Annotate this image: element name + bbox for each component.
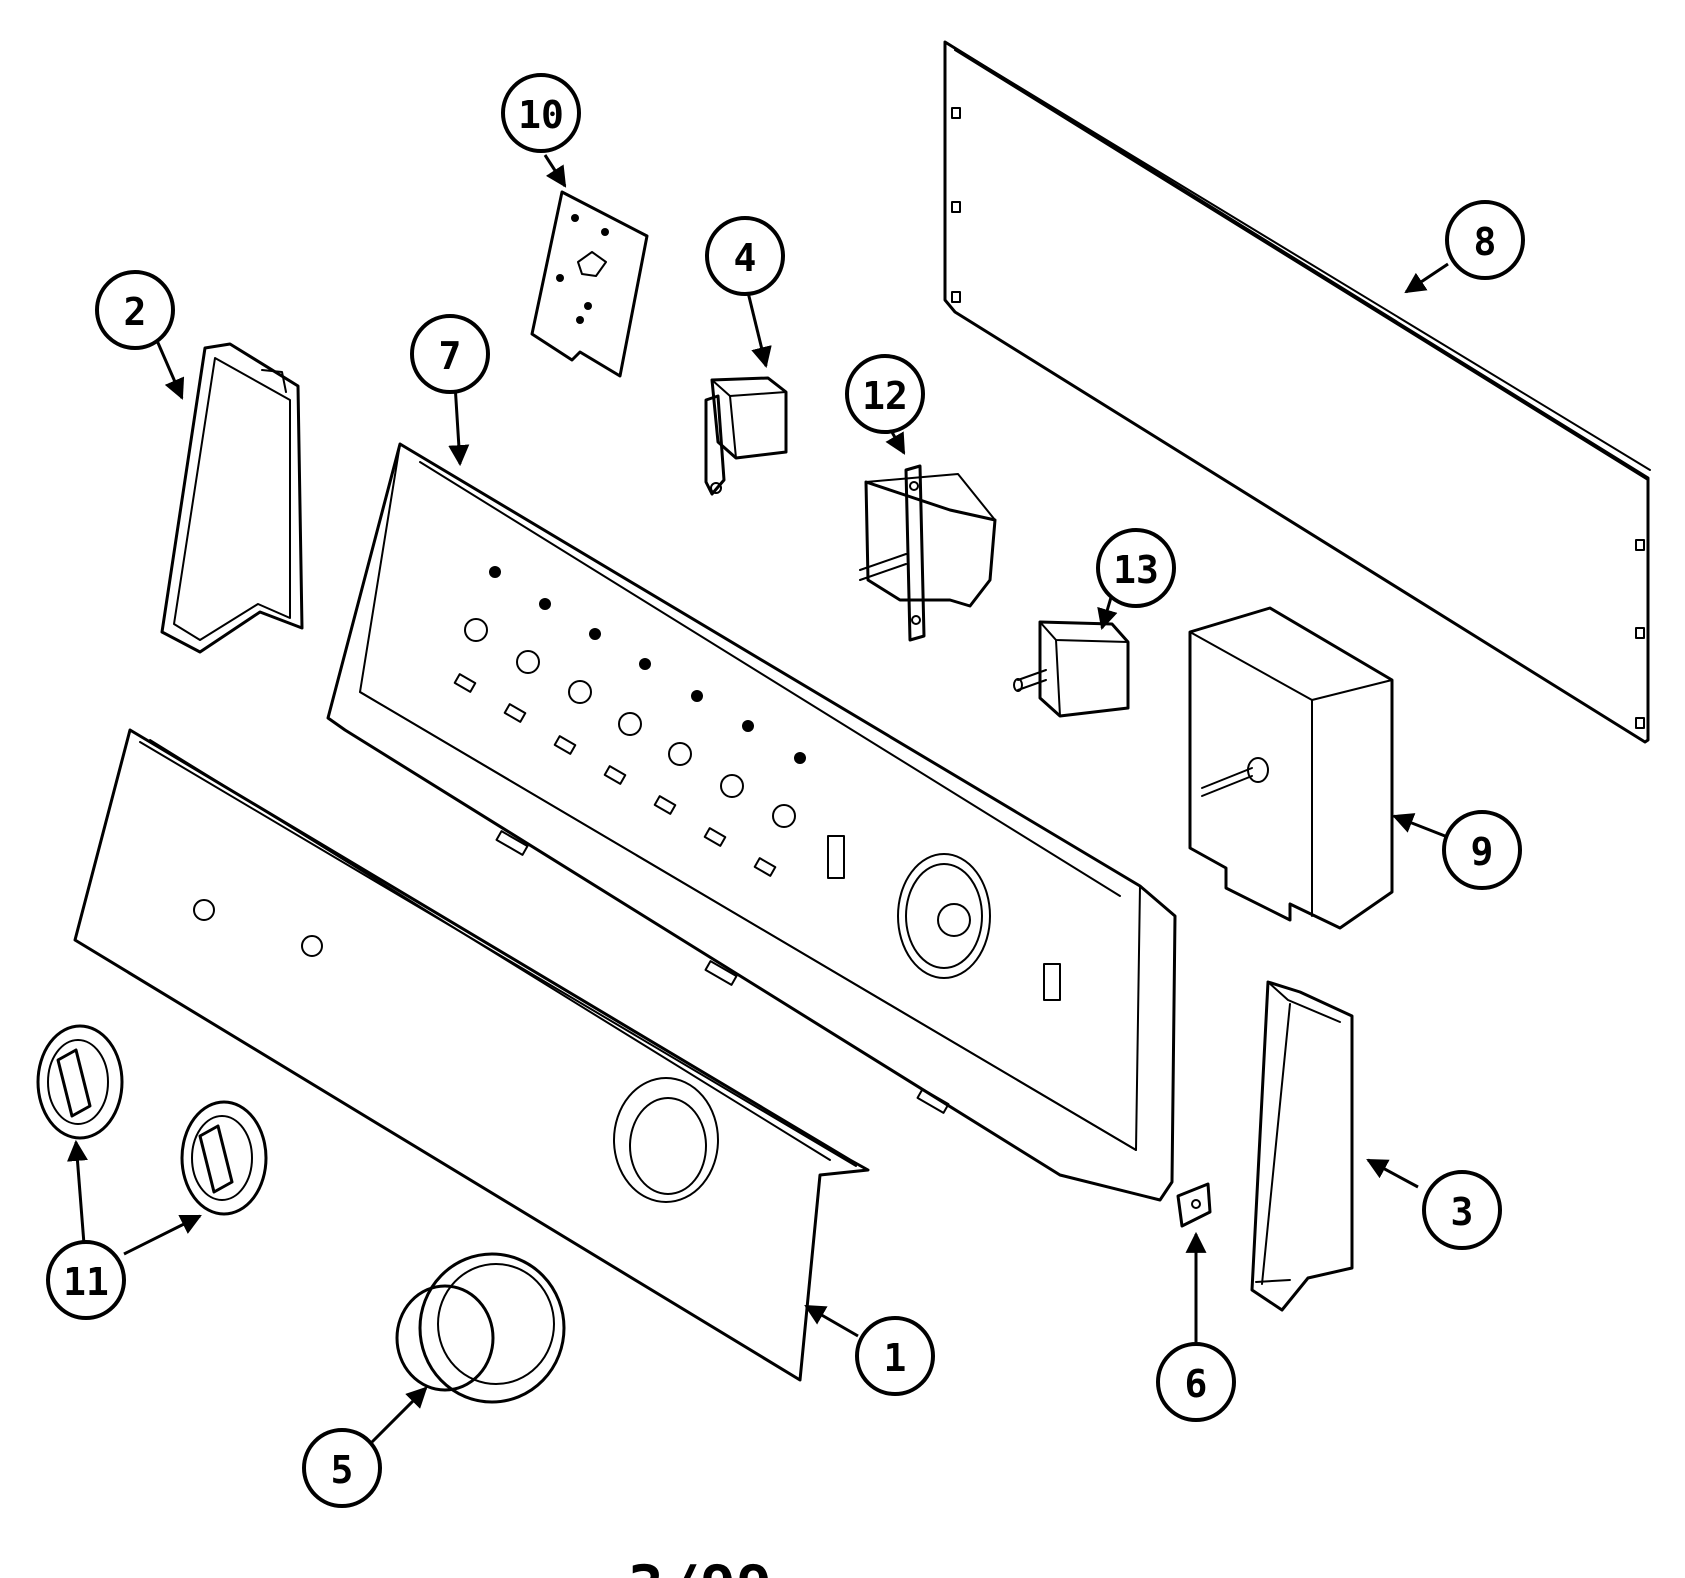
part-7-control-console — [326, 442, 1177, 1202]
callout-label: 6 — [1185, 1362, 1208, 1406]
callout-12: 12 — [845, 354, 925, 434]
part-13-rotary-switch — [1013, 620, 1130, 718]
callout-label: 1 — [884, 1336, 907, 1380]
part-4-switch — [704, 376, 788, 496]
part-3-right-end-cap — [1250, 980, 1354, 1312]
footer-code: 3/99 — [628, 1553, 773, 1578]
part-2-left-end-cap — [160, 342, 304, 654]
callout-8: 8 — [1445, 200, 1525, 280]
callout-label: 7 — [439, 334, 462, 378]
callout-9: 9 — [1442, 810, 1522, 890]
callout-label: 12 — [862, 374, 908, 418]
callout-label: 11 — [63, 1260, 109, 1304]
callout-2: 2 — [95, 270, 175, 350]
callout-5: 5 — [302, 1428, 382, 1508]
callout-label: 3 — [1451, 1190, 1474, 1234]
callout-label: 10 — [518, 93, 564, 137]
callout-3: 3 — [1422, 1170, 1502, 1250]
part-1-front-panel — [73, 728, 950, 1382]
part-9-timer-box — [1188, 606, 1394, 930]
part-8-rear-panel — [943, 40, 1651, 744]
callout-label: 8 — [1474, 220, 1497, 264]
leader-lines — [67, 154, 1449, 1444]
callout-label: 5 — [331, 1448, 354, 1492]
part-5-timer-knob — [395, 1252, 566, 1404]
part-12-switch-assembly — [859, 464, 997, 642]
callout-10: 10 — [501, 73, 581, 153]
callout-label: 13 — [1113, 548, 1159, 592]
part-11-knobs — [36, 1024, 268, 1216]
callout-13: 13 — [1096, 528, 1176, 608]
callout-6: 6 — [1156, 1342, 1236, 1422]
callout-7: 7 — [410, 314, 490, 394]
callout-label: 9 — [1471, 830, 1494, 874]
part-10-plate — [530, 190, 649, 378]
callout-4: 4 — [705, 216, 785, 296]
callout-1: 1 — [855, 1316, 935, 1396]
callout-label: 4 — [734, 236, 757, 280]
part-6-clip — [1176, 1182, 1212, 1228]
callout-label: 2 — [124, 290, 147, 334]
callout-11: 11 — [46, 1240, 126, 1320]
